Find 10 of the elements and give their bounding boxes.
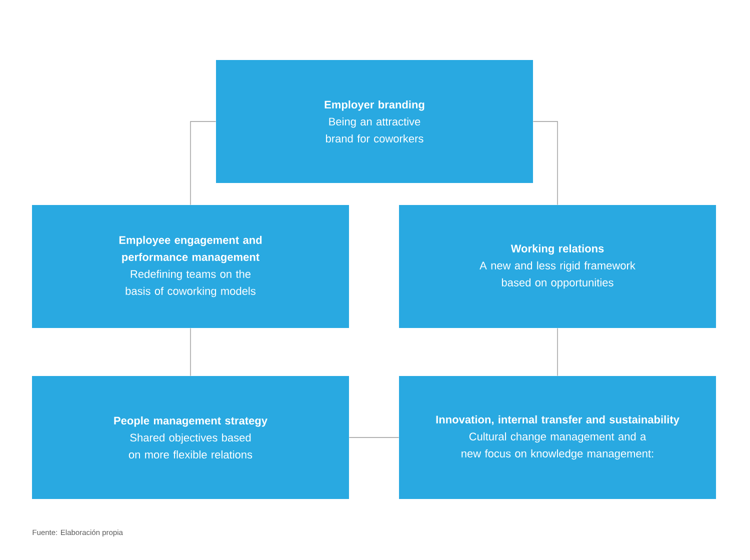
process-box: Working relations A new and less rigid framework based on opportunities xyxy=(399,205,716,328)
connector-line xyxy=(348,437,400,438)
connector-line xyxy=(190,328,191,376)
connector-line xyxy=(532,121,558,206)
process-box: Employer branding Being an attractive brand for coworkers xyxy=(216,60,533,183)
connector-line xyxy=(557,328,558,376)
process-box: Employee engagement and performance management Redefining teams on the basis of coworking models xyxy=(32,205,349,328)
connector-line xyxy=(190,121,216,206)
process-box: People management strategy Shared objectives based on more flexible relations xyxy=(32,376,349,499)
process-box: Innovation, internal transfer and sustainability Cultural change management and a new focus on knowledge management: xyxy=(399,376,716,499)
